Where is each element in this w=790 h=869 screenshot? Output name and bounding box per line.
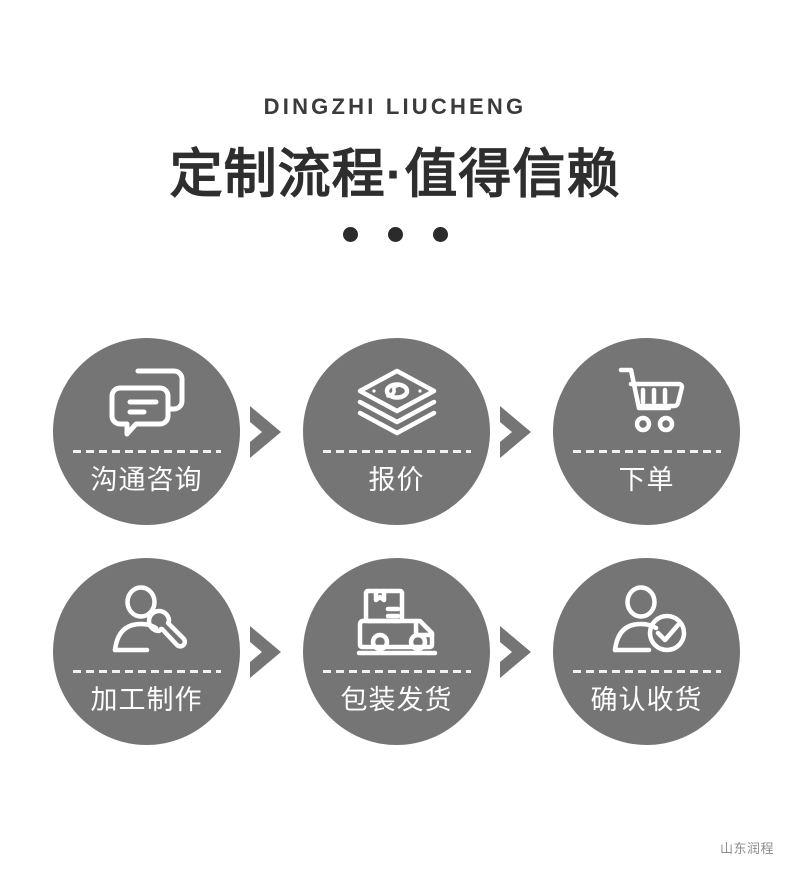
separator-dot [432,227,448,243]
dot-separator [0,227,790,243]
person-wrench-icon [107,578,187,666]
delivery-truck-icon [354,578,440,666]
page-eyebrow: DINGZHI LIUCHENG [263,94,527,119]
money-stack-icon [355,358,439,446]
flow-step-label: 包装发货 [340,685,453,715]
flow-row-1: 沟通咨询 报价 [0,338,790,525]
flow-step-label: 确认收货 [590,685,703,715]
flow-step-label: 下单 [618,465,675,495]
step-divider [72,450,221,453]
chevron-right-icon [497,404,539,460]
process-flow-diagram: 沟通咨询 报价 [0,338,790,778]
step-divider [72,670,221,673]
person-check-icon [607,578,687,666]
flow-step-confirm-receipt[interactable]: 确认收货 [553,558,740,745]
flow-step-label: 报价 [368,465,425,495]
step-divider [572,670,721,673]
flow-step-order[interactable]: 下单 [553,338,740,525]
flow-step-label: 加工制作 [90,685,203,715]
flow-step-label: 沟通咨询 [90,465,203,495]
chat-bubbles-icon [108,358,186,446]
step-divider [572,450,721,453]
chevron-right-icon [247,404,289,460]
step-divider [322,450,471,453]
flow-step-quotation[interactable]: 报价 [303,338,490,525]
separator-dot [342,227,358,243]
chevron-right-icon [247,624,289,680]
separator-dot [387,227,403,243]
shopping-cart-icon [609,358,685,446]
flow-step-manufacturing[interactable]: 加工制作 [53,558,240,745]
page-title: 定制流程·值得信赖 [169,145,621,204]
flow-step-packaging[interactable]: 包装发货 [303,558,490,745]
flow-row-2: 加工制作 包装发货 [0,558,790,745]
watermark-text: 山东润程 [719,841,774,856]
chevron-right-icon [497,624,539,680]
step-divider [322,670,471,673]
flow-step-communication[interactable]: 沟通咨询 [53,338,240,525]
page-header: DINGZHI LIUCHENG 定制流程·值得信赖 [0,0,790,243]
